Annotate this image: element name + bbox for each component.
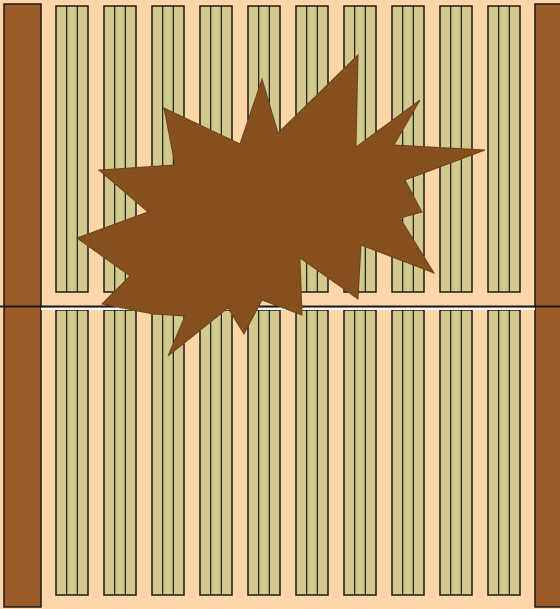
strip-body xyxy=(296,310,328,595)
strip-body xyxy=(488,6,520,292)
strip-panel1-10 xyxy=(488,6,520,292)
strip-body xyxy=(440,310,472,595)
strip-panel2-9 xyxy=(440,310,472,595)
strip-panel1-1 xyxy=(56,6,88,292)
strip-body xyxy=(200,310,232,595)
strip-body xyxy=(56,310,88,595)
strip-panel2-2 xyxy=(104,310,136,595)
strip-body xyxy=(488,310,520,595)
strip-body xyxy=(104,310,136,595)
strip-body xyxy=(56,6,88,292)
strip-panel2-3 xyxy=(152,310,184,595)
strip-body xyxy=(392,310,424,595)
strip-panel2-7 xyxy=(344,310,376,595)
strip-panel2-4 xyxy=(200,310,232,595)
strip-panel2-1 xyxy=(56,310,88,595)
strip-panel2-5 xyxy=(248,310,280,595)
strip-body xyxy=(344,310,376,595)
strip-panel2-6 xyxy=(296,310,328,595)
strip-panel2-8 xyxy=(392,310,424,595)
strip-body xyxy=(248,310,280,595)
strip-panel2-10 xyxy=(488,310,520,595)
strip-body xyxy=(152,310,184,595)
